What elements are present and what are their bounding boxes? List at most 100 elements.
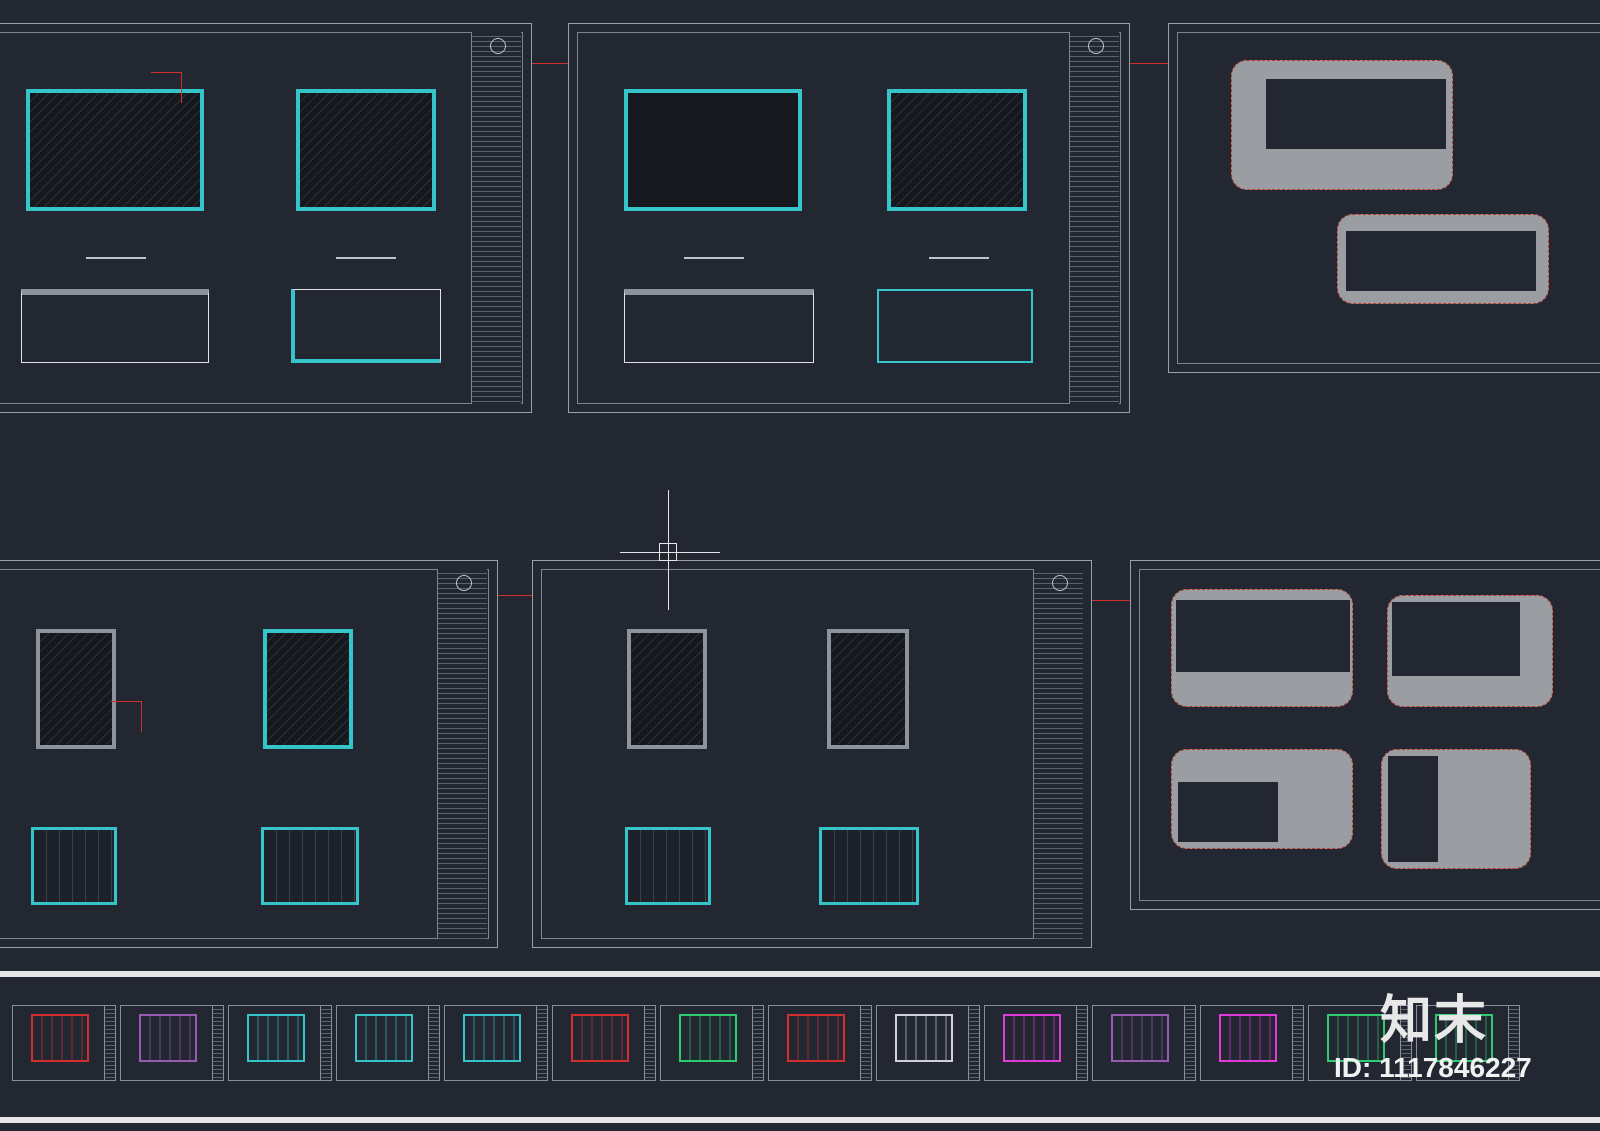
bathroom-elevation-c[interactable] <box>627 629 707 749</box>
sheet-border <box>1139 569 1600 901</box>
drawing-sheet-bottom-2[interactable] <box>532 560 1092 948</box>
drawing-caption <box>86 257 146 259</box>
floorplan-preview-icon <box>679 1014 737 1062</box>
title-block <box>1400 1006 1411 1080</box>
title-block <box>536 1006 547 1080</box>
sheet-link-line <box>1092 600 1130 601</box>
construction-detail-6[interactable] <box>1381 749 1531 869</box>
bathroom-elevation-b[interactable] <box>263 629 353 749</box>
cursor-crosshair <box>620 552 720 553</box>
floorplan-thumbnail[interactable] <box>336 1005 440 1081</box>
cursor-crosshair <box>668 490 669 610</box>
drawing-caption <box>684 257 744 259</box>
title-block <box>471 32 521 404</box>
bathroom-plan-a[interactable] <box>31 827 117 905</box>
floorplan-preview-icon <box>1435 1014 1493 1062</box>
sheet-border <box>0 32 523 404</box>
bathroom-plan-d[interactable] <box>819 827 919 905</box>
title-block <box>1292 1006 1303 1080</box>
sheet-link-line <box>1130 63 1168 64</box>
bathroom-elevation-a[interactable] <box>36 629 116 749</box>
construction-detail-3[interactable] <box>1171 589 1353 707</box>
construction-detail-2[interactable] <box>1337 214 1549 304</box>
floorplan-preview-icon <box>355 1014 413 1062</box>
floorplan-thumbnail[interactable] <box>768 1005 872 1081</box>
company-logo-icon <box>1087 38 1104 54</box>
title-block <box>428 1006 439 1080</box>
title-block <box>1508 1006 1519 1080</box>
title-block <box>1069 32 1119 404</box>
floorplan-thumbnail[interactable] <box>984 1005 1088 1081</box>
floorplan-thumbnail[interactable] <box>552 1005 656 1081</box>
floorplan-thumbnail[interactable] <box>228 1005 332 1081</box>
bedroom-section-d[interactable] <box>877 289 1033 363</box>
bedroom-elevation-a[interactable] <box>26 89 204 211</box>
title-block <box>104 1006 115 1080</box>
floorplan-preview-icon <box>787 1014 845 1062</box>
bathroom-plan-b[interactable] <box>261 827 359 905</box>
floorplan-thumbnail[interactable] <box>12 1005 116 1081</box>
floorplan-thumbnail[interactable] <box>120 1005 224 1081</box>
sheet-border <box>577 32 1121 404</box>
floorplan-preview-icon <box>463 1014 521 1062</box>
title-block <box>1076 1006 1087 1080</box>
title-block <box>1033 569 1083 939</box>
drawing-canvas[interactable] <box>0 0 1600 990</box>
floorplan-preview-icon <box>1219 1014 1277 1062</box>
floorplan-preview-icon <box>895 1014 953 1062</box>
floorplan-thumbnail[interactable] <box>660 1005 764 1081</box>
title-block <box>437 569 487 939</box>
company-logo-icon <box>455 575 472 591</box>
bedroom-section-b[interactable] <box>291 289 441 363</box>
construction-detail-4[interactable] <box>1387 595 1553 707</box>
title-block <box>212 1006 223 1080</box>
floorplan-thumbnail[interactable] <box>444 1005 548 1081</box>
floorplan-thumbnail[interactable] <box>876 1005 980 1081</box>
floorplan-preview-icon <box>1111 1014 1169 1062</box>
sheet-border <box>541 569 1083 939</box>
sheet-border <box>1177 32 1600 364</box>
floorplan-preview-icon <box>139 1014 197 1062</box>
bathroom-elevation-d[interactable] <box>827 629 909 749</box>
sheet-border <box>0 569 489 939</box>
title-block <box>644 1006 655 1080</box>
floorplan-thumbnail[interactable] <box>1308 1005 1412 1081</box>
drawing-sheet-bottom-1[interactable] <box>0 560 498 948</box>
bedroom-elevation-c[interactable] <box>624 89 802 211</box>
title-block <box>968 1006 979 1080</box>
drawing-caption <box>336 257 396 259</box>
floorplan-preview-icon <box>31 1014 89 1062</box>
floorplan-thumbnail[interactable] <box>1416 1005 1520 1081</box>
drawing-caption <box>929 257 989 259</box>
revision-marker-icon <box>111 701 142 732</box>
bedroom-elevation-d[interactable] <box>887 89 1027 211</box>
title-block <box>320 1006 331 1080</box>
title-block <box>752 1006 763 1080</box>
watermark-logo: 知末 <box>1380 991 1489 1051</box>
watermark-id: ID: 1117846227 <box>1334 1052 1532 1083</box>
company-logo-icon <box>1051 575 1068 591</box>
floorplan-thumbnail-strip[interactable] <box>0 971 1600 1123</box>
floorplan-preview-icon <box>1003 1014 1061 1062</box>
bedroom-section-c[interactable] <box>624 289 814 363</box>
floorplan-thumbnail[interactable] <box>1092 1005 1196 1081</box>
floorplan-preview-icon <box>247 1014 305 1062</box>
construction-detail-5[interactable] <box>1171 749 1353 849</box>
cursor-pickbox <box>659 543 677 561</box>
sheet-link-line <box>498 595 532 596</box>
company-logo-icon <box>489 38 506 54</box>
floorplan-preview-icon <box>571 1014 629 1062</box>
drawing-sheet-top-3[interactable] <box>1168 23 1600 373</box>
construction-detail-1[interactable] <box>1231 60 1453 190</box>
bathroom-plan-c[interactable] <box>625 827 711 905</box>
title-block <box>860 1006 871 1080</box>
drawing-sheet-top-1[interactable] <box>0 23 532 413</box>
drawing-sheet-bottom-3[interactable] <box>1130 560 1600 910</box>
title-block <box>1184 1006 1195 1080</box>
revision-marker-icon <box>151 72 182 103</box>
bedroom-section-a[interactable] <box>21 289 209 363</box>
sheet-link-line <box>532 63 568 64</box>
bedroom-elevation-b[interactable] <box>296 89 436 211</box>
drawing-sheet-top-2[interactable] <box>568 23 1130 413</box>
floorplan-thumbnail[interactable] <box>1200 1005 1304 1081</box>
